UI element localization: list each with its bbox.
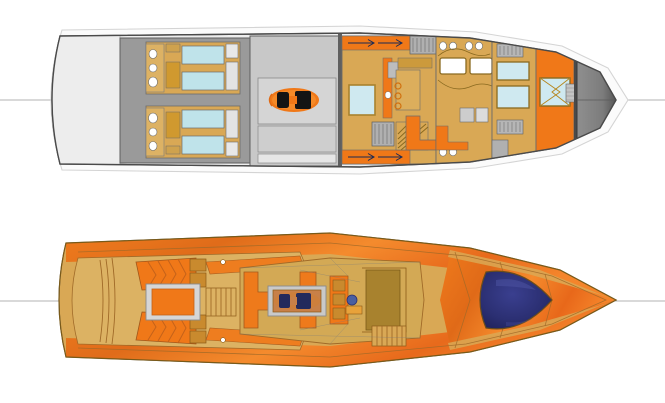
windshield-highlight2	[506, 314, 540, 326]
machinery-hatch	[371, 121, 395, 147]
toilet-icon	[439, 41, 447, 51]
car-top	[267, 285, 327, 317]
side-stairs	[371, 325, 407, 347]
nightstand	[491, 139, 509, 159]
cabin-door	[165, 145, 181, 155]
bathtub-stbd	[469, 57, 493, 75]
master-berth	[539, 77, 571, 107]
compartment-crew-quarters-port	[145, 41, 241, 95]
compartment-main-salon	[341, 35, 437, 165]
bed-drape	[539, 77, 571, 107]
compartment-crew-quarters-stbd	[145, 105, 241, 159]
bow-tan-edge-upper	[448, 250, 612, 299]
sink-icon	[475, 41, 483, 51]
crew-desk	[165, 111, 181, 139]
garage-door	[257, 153, 337, 164]
crew-locker	[225, 61, 239, 91]
garage-bay-lower	[257, 125, 337, 153]
helm-seat	[346, 294, 358, 306]
partition-curve	[437, 79, 493, 90]
deck-fitting	[220, 337, 226, 343]
galley-counter	[397, 57, 433, 69]
sink-icon	[148, 63, 158, 73]
cabin-door	[165, 43, 181, 53]
windshield	[479, 270, 553, 330]
vip-berth-stbd	[496, 85, 530, 109]
compartment-helm-station	[362, 267, 407, 333]
sink-icon	[148, 127, 158, 137]
hull-deck-edge-main	[77, 242, 607, 358]
salon-partition	[382, 57, 393, 119]
lounge-seat	[435, 125, 469, 151]
instrument-panel	[345, 305, 363, 315]
vent-grille	[409, 35, 437, 55]
crew-desk	[165, 61, 181, 89]
burner-icon	[394, 102, 402, 110]
vip-berth-port	[496, 61, 530, 81]
sink-icon	[449, 41, 457, 51]
passage-arrow-icon	[348, 39, 403, 161]
partition-curve	[437, 48, 491, 57]
hull-outline-main	[58, 232, 618, 368]
burner-icon	[394, 92, 402, 100]
lounger-cushion	[189, 258, 207, 272]
topside-band-port	[66, 233, 616, 300]
topside-band-stbd	[66, 300, 616, 367]
wardrobe-grille	[496, 119, 524, 135]
vanity-unit	[475, 107, 489, 123]
compartment-bathrooms	[435, 35, 493, 165]
compartment-vip-cabin	[491, 39, 537, 161]
crew-berth	[181, 135, 225, 155]
lounger-cushion	[189, 330, 207, 344]
compartment-tender-garage	[249, 35, 341, 167]
bow-tan-edge-lower	[448, 301, 612, 350]
burner-icon	[394, 82, 402, 90]
compartment-master-cabin	[535, 45, 577, 155]
toilet-icon	[148, 141, 158, 151]
vanity-unit	[459, 107, 475, 123]
lower-deck-plan	[50, 25, 629, 175]
basin-icon	[148, 76, 158, 88]
fixture-icon	[384, 91, 392, 99]
windshield-highlight	[496, 279, 536, 290]
crew-locker	[225, 109, 239, 139]
bulkhead-forward	[574, 48, 577, 152]
crew-berth	[181, 71, 225, 91]
hull-outline-lower	[51, 32, 617, 168]
crew-berth	[181, 45, 225, 65]
toilet-icon	[148, 49, 158, 59]
basin-icon	[148, 112, 158, 124]
passage-strip-stbd	[341, 149, 411, 165]
crew-berth	[181, 109, 225, 129]
aft-seam-lines	[99, 257, 116, 345]
centerline-label: Vessel Centreline	[4, 27, 129, 44]
sunpads-port	[135, 257, 207, 291]
car	[268, 88, 319, 112]
deck-fitting	[220, 259, 226, 265]
salon-window	[348, 84, 376, 116]
construction-lines	[239, 257, 421, 345]
aft-stairs	[205, 287, 237, 317]
main-deck-plan	[58, 232, 618, 368]
bulkhead-garage-salon	[338, 34, 342, 166]
compartment-pool	[145, 283, 201, 321]
toilet-icon	[465, 41, 473, 51]
crew-locker	[225, 43, 239, 59]
compartment-swim-platform	[52, 33, 121, 167]
console	[329, 275, 363, 325]
bathtub-port	[439, 57, 467, 75]
crew-locker	[225, 141, 239, 157]
